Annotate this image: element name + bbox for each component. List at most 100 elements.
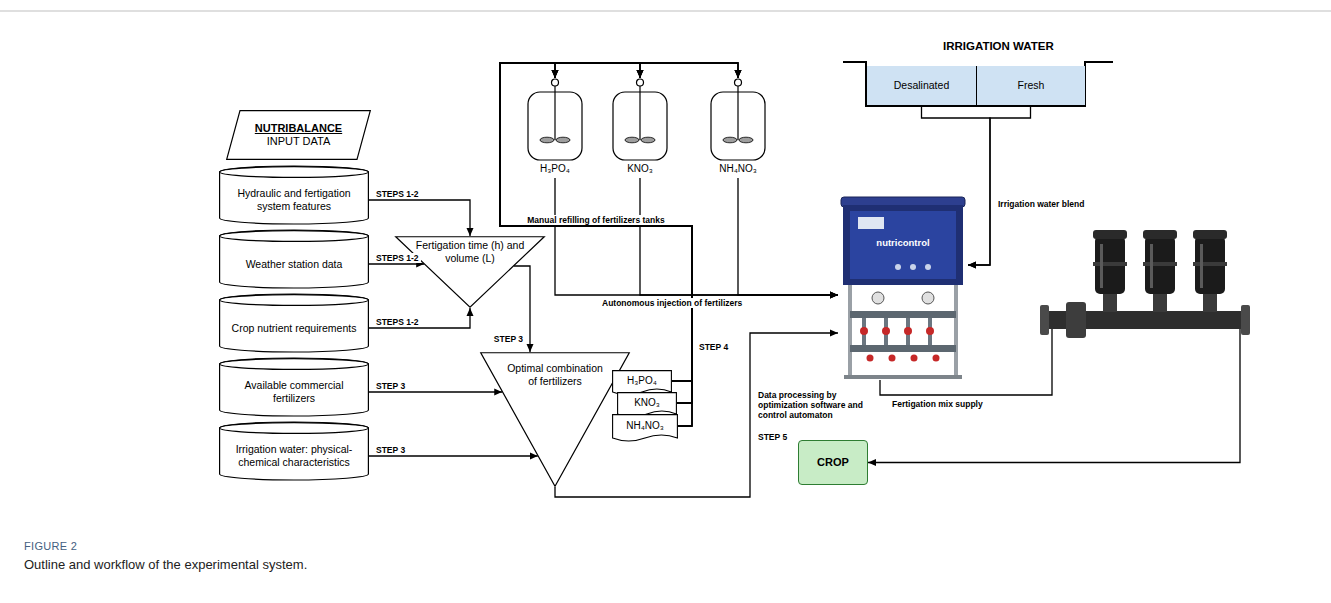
process-triangle: Fertigation time (h) and volume (L) [395,236,545,308]
pressure-gauge [922,292,934,304]
agitator-blade [540,137,554,143]
filter-cap [1143,230,1177,239]
connector [868,320,1240,463]
node-text: INPUT DATA [267,135,331,148]
document-outline [618,393,677,417]
valve-handle [860,327,868,335]
connector [640,178,838,295]
valve-handle [933,355,940,362]
valve-handle [882,327,890,335]
valve-stem [737,86,738,92]
connector [738,178,838,295]
agitator-shaft [639,92,640,140]
valve-symbol [637,79,644,86]
filter-highlight [1200,244,1203,288]
tank-body [528,92,582,160]
valve-stem [639,86,640,92]
node-text: Optimal combination of fertilizers [507,352,603,387]
edge-label: Irrigation water blend [996,199,1086,209]
tank-body [613,92,667,160]
water-compartment: Fresh [976,66,1085,105]
cylinder-body [220,358,369,416]
irrigation-reservoir: IRRIGATION WATERDesalinatedFresh [843,36,1113,108]
connector [555,178,838,295]
pressure-gauge [872,292,884,304]
filter-neck [1153,292,1167,312]
manifold-pipe [850,311,956,318]
fertilizer-tank: NH₄NO₃ [709,78,767,178]
connector [968,105,1031,265]
edge-label: STEPS 1-2 [374,253,421,263]
connector [369,200,470,236]
connector [500,63,692,403]
filter-clamp [1093,262,1127,266]
controller-screen [858,217,884,229]
node-text: Available commercial fertilizers [225,379,363,404]
node-text: Desalinated [894,79,949,92]
triangle-outline [396,237,545,308]
cylinder-rim [220,231,369,242]
connector [500,63,738,403]
annotation-note: Data processing by optimization software… [756,390,868,421]
node-text: KNO₃ [634,397,660,409]
node-text: Weather station data [246,258,343,271]
document-outline [613,371,672,395]
edge-label-anchor: Irrigation water blend [996,199,1086,209]
agitator-blade [625,137,639,143]
edge-label-anchor: STEP 5 [756,432,789,442]
edge-label: STEPS 1-2 [374,189,421,199]
node-text: Fertigation time (h) and volume (L) [413,236,527,264]
agitator-blade [739,137,753,143]
node-text: H₃PO₄ [526,163,584,175]
frame-leg [954,285,958,377]
node-text: nutricontrol [838,237,968,248]
agitator-blade [723,137,737,143]
fertigation-controller: nutricontrol [838,195,968,380]
valve-handle [867,355,874,362]
connector [500,63,692,403]
filter-clamp [1143,262,1177,266]
node-text: Hydraulic and fertigation system feature… [225,187,363,212]
filter-neck [1103,292,1117,312]
connector [369,308,470,328]
cylinder-body [220,166,369,224]
node-text: Fresh [1018,79,1045,92]
filter-cap [1093,230,1127,239]
frame-leg [848,285,852,377]
node-text: CROP [817,456,849,469]
connector [500,63,692,381]
reservoir-outline [843,62,1113,106]
cylinder-rim [220,359,369,370]
data-cylinder: Hydraulic and fertigation system feature… [219,166,369,224]
input-data-parallelogram: NUTRIBALANCEINPUT DATA [226,110,371,160]
edge-label-anchor: STEPS 1-2 [374,253,421,263]
filter-neck [1203,292,1217,312]
edge-label-anchor: STEP 4 [697,342,730,352]
water-compartment: Desalinated [867,66,976,105]
data-cylinder: Irrigation water: physical-chemical char… [219,422,369,480]
optimization-triangle: Optimal combination of fertilizers [480,352,630,487]
node-text: Crop nutrient requirements [232,322,357,335]
valve-handle [911,355,918,362]
caption-anchor: Outline and workflow of the experimental… [22,557,309,573]
cylinder-rim [220,423,369,434]
agitator-blade [556,137,570,143]
cylinder-body [220,230,369,288]
panel-button [910,264,916,270]
connector [500,63,738,381]
edge-label: STEP 5 [756,432,789,442]
filter-clamp [1193,262,1227,266]
triangle-outline [481,353,630,487]
valve-stem [554,86,555,92]
data-cylinder: Weather station data [219,230,369,288]
edge-label: STEP 4 [697,342,730,352]
edge-label: STEPS 1-2 [374,317,421,327]
valve-symbol [735,79,742,86]
edge-label: Fertigation mix supply [890,399,985,409]
parallelogram-outline [227,111,371,160]
node-text: NH₄NO₃ [626,420,664,432]
edge-label-anchor: STEP 3 [492,334,525,344]
cylinder-rim [220,295,369,306]
